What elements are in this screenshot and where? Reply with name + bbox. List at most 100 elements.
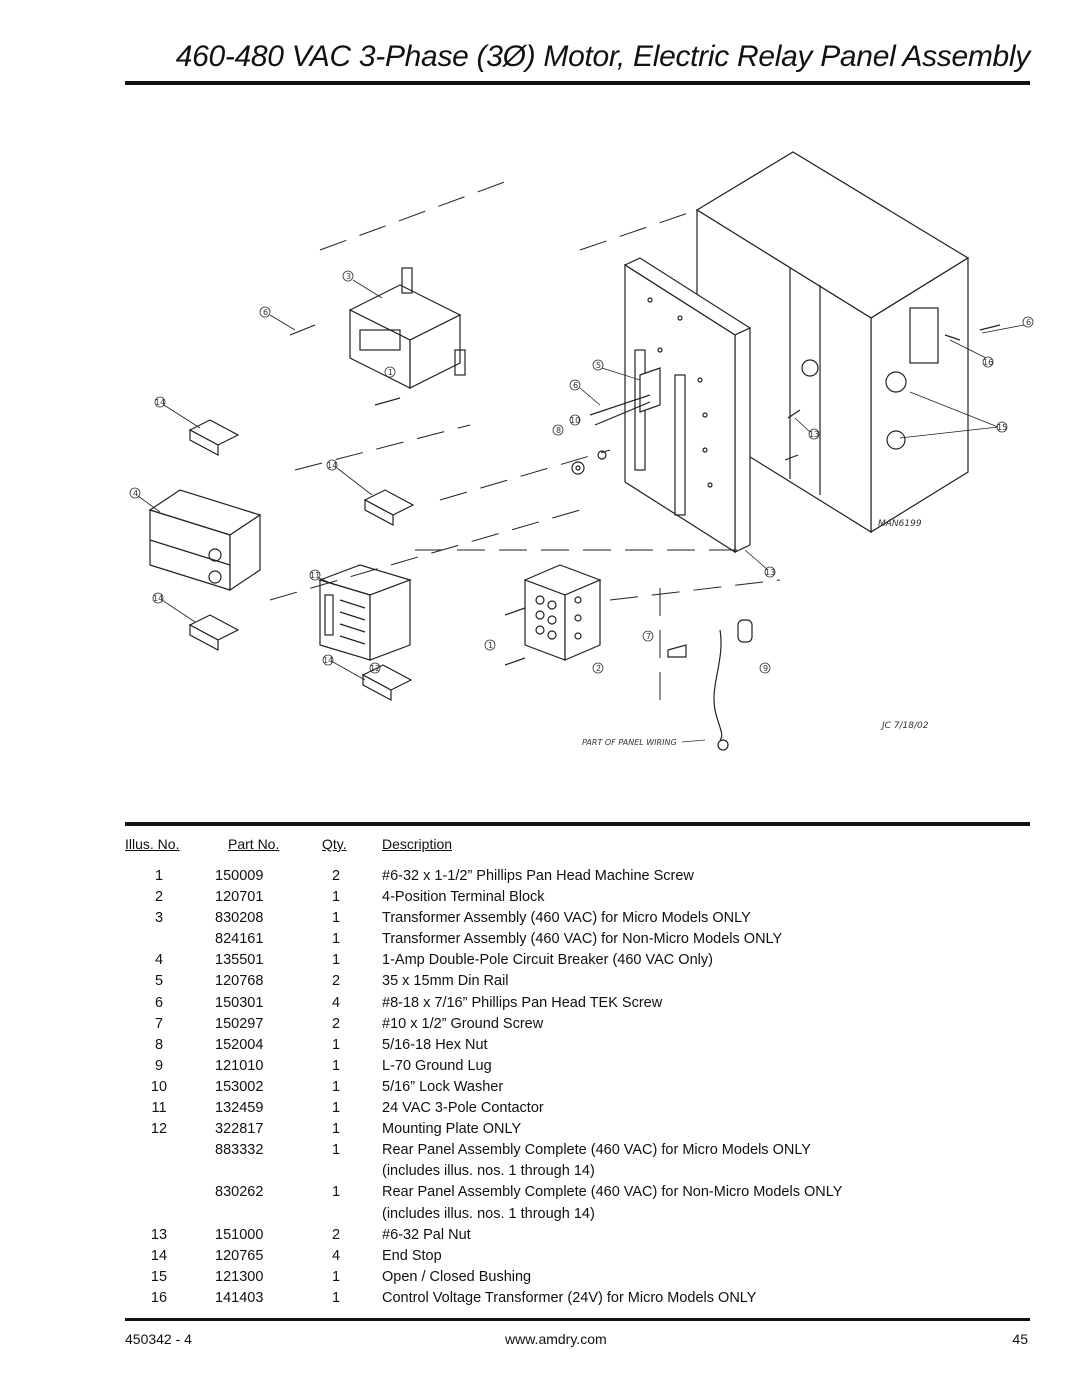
part-no: 322817 (215, 1121, 264, 1138)
callout: 13 (809, 430, 819, 439)
qty: 1 (331, 1268, 341, 1285)
callout: 1 (388, 368, 393, 377)
part-no: 120768 (215, 973, 264, 990)
callout: 12 (370, 664, 380, 673)
callout: 6 (573, 381, 578, 390)
qty: 1 (331, 1057, 341, 1074)
illus-no: 15 (150, 1268, 168, 1285)
illus-no: 1 (154, 868, 164, 884)
exploded-view-drawing: 3 6 14 4 14 11 14 14 5 6 10 8 6 16 15 13… (129, 151, 1034, 751)
description: Rear Panel Assembly Complete (460 VAC) f… (382, 1184, 843, 1201)
part-no: 830262 (215, 1184, 264, 1201)
qty: 1 (331, 931, 341, 948)
page-title: 460-480 VAC 3-Phase (3Ø) Motor, Electric… (175, 40, 1031, 73)
part-no: 132459 (215, 1100, 264, 1117)
date-stamp: JC 7/18/02 (880, 721, 929, 731)
qty: 1 (331, 1142, 341, 1159)
part-no: 141403 (215, 1289, 264, 1306)
callout: 5 (596, 361, 601, 370)
part-no: 883332 (215, 1142, 264, 1159)
description: 5/16-18 Hex Nut (382, 1036, 488, 1053)
qty: 2 (331, 1015, 341, 1032)
parts-row: 883332 1 Rear Panel Assembly Complete (460… (125, 1140, 1030, 1161)
part-no: 121010 (215, 1057, 264, 1074)
header-illus-no: Illus. No. (125, 836, 180, 852)
din-rail (589, 367, 661, 426)
illus-no: 3 (154, 910, 164, 927)
description: Mounting Plate ONLY (382, 1121, 522, 1138)
callout: 11 (310, 571, 320, 580)
parts-row: 830262 1 Rear Panel Assembly Complete (460… (125, 1182, 1030, 1203)
callout: 4 (133, 489, 138, 498)
callout: 9 (763, 664, 768, 673)
parts-row: (includes illus. nos. 1 through 14) (125, 1204, 1030, 1225)
qty: 2 (331, 868, 341, 884)
qty: 2 (331, 1226, 341, 1243)
description: Rear Panel Assembly Complete (460 VAC) f… (382, 1142, 811, 1159)
illus-no: 12 (150, 1121, 168, 1138)
callout: 14 (323, 656, 333, 665)
description: Control Voltage Transformer (24V) for Mi… (382, 1289, 757, 1306)
description: 5/16” Lock Washer (382, 1078, 504, 1095)
ground-wire (713, 629, 729, 751)
part-no: 824161 (215, 931, 264, 948)
part-no: 153002 (215, 1078, 264, 1095)
illus-no: 14 (150, 1247, 168, 1264)
part-no: 150009 (215, 868, 264, 884)
callout: 6 (1026, 318, 1031, 327)
transformer (348, 267, 466, 389)
contactor (318, 564, 412, 661)
description: 4-Position Terminal Block (382, 889, 545, 906)
description: 1-Amp Double-Pole Circuit Breaker (460 V… (382, 952, 713, 969)
illus-no: 11 (151, 1100, 167, 1117)
illus-no: 6 (154, 994, 164, 1011)
description: Transformer Assembly (460 VAC) for Non-M… (382, 931, 783, 948)
hardware (289, 324, 1001, 666)
description: #8-18 x 7/16” Phillips Pan Head TEK Scre… (382, 994, 663, 1011)
description: #6-32 Pal Nut (382, 1226, 471, 1243)
illus-no: 9 (154, 1057, 164, 1074)
doc-number: 450342 - 4 (125, 1331, 192, 1347)
footer-divider (125, 1318, 1030, 1321)
title-divider (125, 81, 1030, 85)
enclosure-box (695, 151, 970, 534)
callout: 13 (765, 568, 775, 577)
callout: 7 (646, 632, 651, 641)
description: (includes illus. nos. 1 through 14) (382, 1205, 595, 1222)
illus-no: 10 (150, 1078, 168, 1095)
part-no: 150301 (215, 994, 264, 1011)
description: 35 x 15mm Din Rail (382, 973, 509, 990)
qty: 1 (331, 952, 341, 969)
table-divider (125, 822, 1030, 826)
callout: 8 (556, 426, 561, 435)
qty: 4 (331, 1247, 341, 1264)
callout: 15 (997, 423, 1007, 432)
callout: 6 (263, 308, 268, 317)
part-no: 151000 (215, 1226, 264, 1243)
header-qty: Qty. (322, 836, 347, 852)
illus-no: 7 (154, 1015, 164, 1032)
drawing-number: MAN6199 (878, 519, 922, 529)
qty: 1 (331, 1184, 341, 1201)
parts-row: 5 120768 2 35 x 15mm Din Rail (125, 971, 1030, 992)
terminal-block (523, 564, 602, 661)
illus-no: 5 (154, 973, 164, 990)
callout: 2 (596, 664, 601, 673)
qty: 1 (331, 1078, 341, 1095)
qty: 1 (331, 910, 341, 927)
qty: 1 (331, 889, 341, 906)
illus-no: 16 (150, 1289, 168, 1306)
part-no: 135501 (215, 952, 264, 969)
parts-row: 10 153002 1 5/16” Lock Washer (125, 1077, 1030, 1098)
qty: 2 (331, 973, 341, 990)
callout: 1 (488, 641, 493, 650)
